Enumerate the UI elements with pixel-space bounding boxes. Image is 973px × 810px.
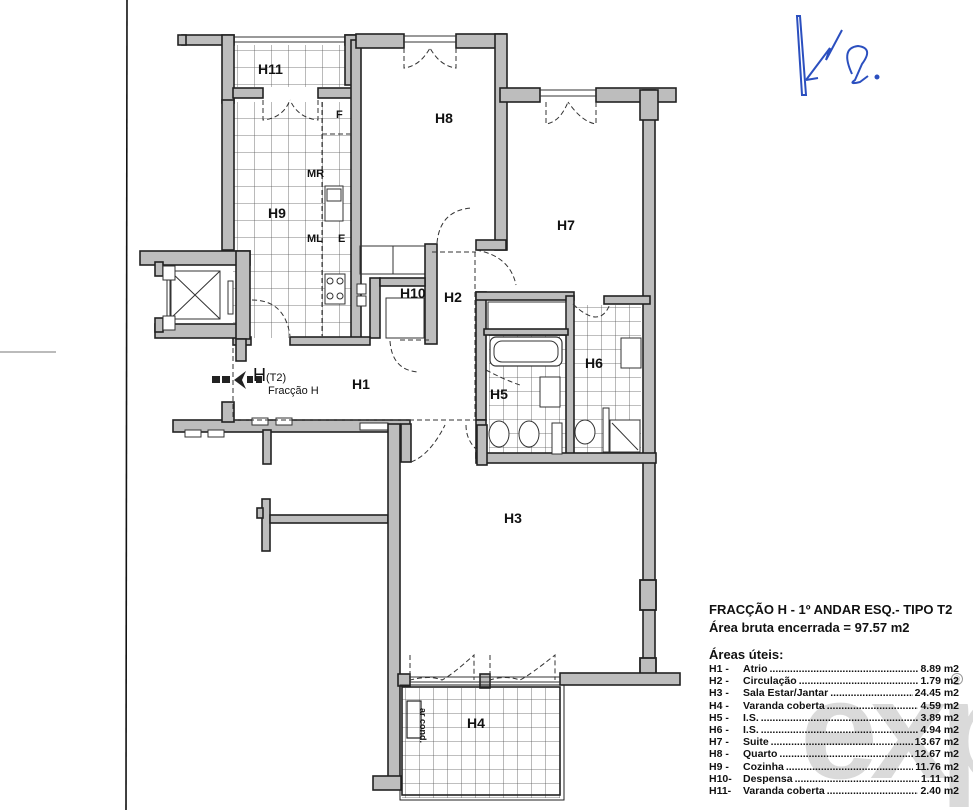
area-code: H9 - bbox=[709, 760, 729, 773]
page-margin-line bbox=[125, 0, 128, 810]
area-value: 13.67 m2 bbox=[914, 736, 959, 749]
area-row: H1 - Atrio8.89 m2 bbox=[709, 663, 959, 675]
entry-fraction-label: Fracção H bbox=[268, 385, 319, 397]
room-label-h1: H1 bbox=[352, 376, 370, 392]
area-value: 2.40 m2 bbox=[920, 785, 959, 798]
area-row: H4 - Varanda coberta4.59 m2 bbox=[709, 700, 959, 712]
area-name: I.S. bbox=[743, 712, 918, 724]
fraction-title: FRACÇÃO H - 1º ANDAR ESQ.- TIPO T2 bbox=[709, 602, 953, 617]
area-value: 1.11 m2 bbox=[921, 772, 959, 785]
area-name: I.S. bbox=[743, 724, 918, 736]
area-name: Varanda coberta bbox=[743, 785, 918, 797]
area-value: 4.94 m2 bbox=[920, 724, 959, 737]
h4-floor bbox=[402, 688, 560, 798]
area-value: 12.67 m2 bbox=[914, 748, 959, 761]
area-name: Despensa bbox=[743, 773, 919, 785]
area-code: H7 - bbox=[709, 736, 729, 749]
area-name: Quarto bbox=[743, 748, 913, 760]
area-list: H1 - Atrio8.89 m2 H2 - Circulação1.79 m2 H… bbox=[709, 663, 959, 797]
entry-unit: H bbox=[253, 365, 266, 385]
area-code: H6 - bbox=[709, 724, 729, 737]
area-row: H7 - Suite13.67 m2 bbox=[709, 736, 959, 748]
area-value: 24.45 m2 bbox=[914, 687, 959, 700]
entry-unit-label: H(T2) bbox=[253, 365, 286, 386]
area-row: H5 - I.S.3.89 m2 bbox=[709, 712, 959, 724]
area-value: 4.59 m2 bbox=[920, 699, 959, 712]
fixture-label-ml: ML bbox=[307, 233, 323, 245]
area-value: 1.79 m2 bbox=[920, 675, 959, 688]
area-name: Atrio bbox=[743, 663, 918, 675]
room-label-h9: H9 bbox=[268, 205, 286, 221]
area-name: Cozinha bbox=[743, 761, 913, 773]
area-value: 8.89 m2 bbox=[920, 663, 959, 675]
area-row: H3 - Sala Estar/Jantar24.45 m2 bbox=[709, 687, 959, 699]
area-row: H2 - Circulação1.79 m2 bbox=[709, 675, 959, 687]
area-name: Circulação bbox=[743, 675, 918, 687]
net-areas-heading: Áreas úteis: bbox=[709, 647, 784, 662]
area-code: H2 - bbox=[709, 675, 729, 688]
gross-area: Área bruta encerrada = 97.57 m2 bbox=[709, 620, 910, 635]
room-label-h7: H7 bbox=[557, 217, 575, 233]
room-label-h5: H5 bbox=[490, 386, 508, 402]
area-code: H1 - bbox=[709, 663, 729, 675]
entry-type: (T2) bbox=[266, 372, 287, 384]
area-code: H11- bbox=[709, 785, 732, 798]
area-code: H8 - bbox=[709, 748, 729, 761]
area-code: H10- bbox=[709, 772, 732, 785]
room-label-h8: H8 bbox=[435, 110, 453, 126]
area-row: H9 - Cozinha11.76 m2 bbox=[709, 761, 959, 773]
area-code: H5 - bbox=[709, 711, 729, 724]
room-label-h6: H6 bbox=[585, 355, 603, 371]
fixture-label-ac: ar cond. bbox=[418, 708, 428, 744]
entrance-arrow-icon bbox=[212, 371, 262, 389]
room-label-h10: H10 bbox=[400, 285, 426, 301]
area-row: H11- Varanda coberta2.40 m2 bbox=[709, 785, 959, 797]
area-value: 3.89 m2 bbox=[920, 711, 959, 724]
registered-mark: ® bbox=[951, 673, 963, 685]
fixture-label-fridge: F bbox=[336, 109, 343, 121]
fixture-label-mr: MR bbox=[307, 168, 325, 180]
area-code: H4 - bbox=[709, 699, 729, 712]
area-name: Sala Estar/Jantar bbox=[743, 687, 913, 699]
fixture-label-cooker: E bbox=[338, 233, 346, 245]
room-label-h3: H3 bbox=[504, 510, 522, 526]
area-legend: FRACÇÃO H - 1º ANDAR ESQ.- TIPO T2 Área … bbox=[709, 602, 959, 797]
h11-floor bbox=[233, 45, 345, 87]
area-code: H3 - bbox=[709, 687, 729, 700]
room-label-h4: H4 bbox=[467, 715, 485, 731]
area-name: Suite bbox=[743, 736, 913, 748]
area-name: Varanda coberta bbox=[743, 700, 918, 712]
area-row: H8 - Quarto12.67 m2 bbox=[709, 748, 959, 760]
area-row: H6 - I.S.4.94 m2 bbox=[709, 724, 959, 736]
room-label-h2: H2 bbox=[444, 289, 462, 305]
area-row: H10- Despensa1.11 m2 bbox=[709, 773, 959, 785]
signature-mark bbox=[795, 15, 880, 96]
room-label-h11: H11 bbox=[258, 61, 283, 77]
area-value: 11.76 m2 bbox=[915, 760, 959, 773]
